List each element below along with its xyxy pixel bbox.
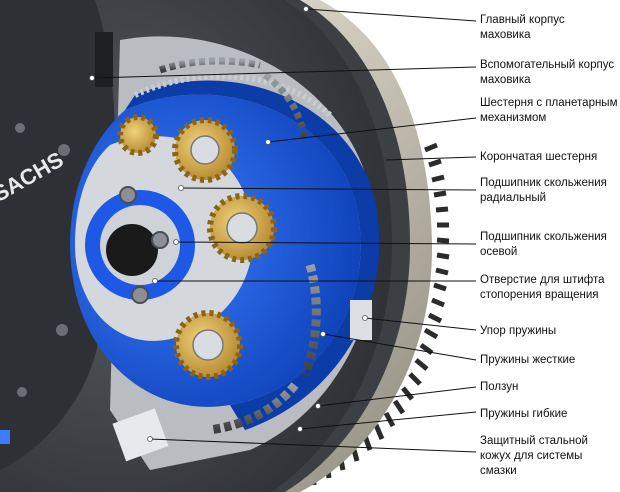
label-planet-gear: Шестерня с планетарным механизмом [480,97,618,124]
label-soft-springs: Пружины гибкие [480,408,568,420]
label-protective-casing: Защитный стальной кожух для системы смаз… [480,435,588,477]
label-pin-hole: Отверстие для штифта стопорения вращения [480,274,605,301]
label-main-housing: Главный корпус маховика [480,14,565,41]
hub-bolts [119,186,169,304]
label-radial-bearing: Подшипник скольжения радиальный [480,177,607,204]
label-spring-stop: Упор пружины [480,325,557,337]
label-aux-housing: Вспомогательный корпус маховика [480,59,615,86]
upper-springs [158,57,309,141]
lower-springs [209,263,321,435]
label-axial-bearing: Подшипник скольжения осевой [480,231,607,258]
label-slider: Ползун [480,381,519,393]
leader-dots [89,6,368,442]
front-housing [0,0,115,470]
label-hard-springs: Пружины жесткие [480,354,576,366]
leader-lines [91,8,477,453]
label-ring-gear: Корончатая шестерня [480,151,598,163]
